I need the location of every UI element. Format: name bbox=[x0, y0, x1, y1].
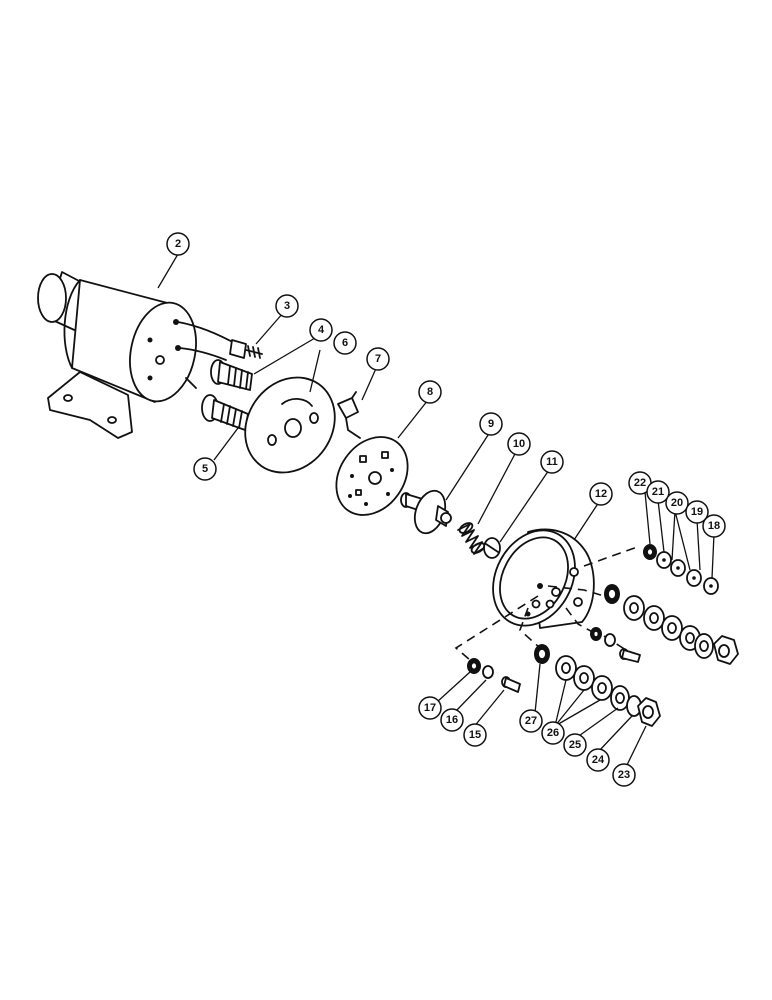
terminal-stud-upper bbox=[210, 359, 253, 391]
contact-disc bbox=[335, 436, 409, 516]
callout-22-label: 22 bbox=[634, 477, 646, 489]
callout-11-label: 11 bbox=[546, 456, 558, 468]
callout-21-label: 21 bbox=[652, 486, 664, 498]
callout-18: 18 bbox=[702, 514, 726, 538]
callout-27-label: 27 bbox=[525, 715, 537, 727]
upper-hardware-stack bbox=[643, 544, 719, 595]
callout-8-label: 8 bbox=[427, 386, 433, 398]
center-small-hardware bbox=[590, 627, 641, 663]
callout-4: 4 bbox=[309, 318, 333, 342]
callout-2: 2 bbox=[166, 232, 190, 256]
small-bolt bbox=[229, 339, 263, 359]
retainer-clip bbox=[483, 537, 501, 559]
coil-spring bbox=[457, 522, 486, 555]
callout-17: 17 bbox=[418, 696, 442, 720]
callout-23-label: 23 bbox=[618, 769, 630, 781]
cover-cap bbox=[492, 528, 595, 629]
callout-8: 8 bbox=[418, 380, 442, 404]
callout-9: 9 bbox=[479, 412, 503, 436]
callout-2-label: 2 bbox=[175, 238, 181, 250]
callout-7-label: 7 bbox=[375, 353, 381, 365]
callout-27: 27 bbox=[519, 709, 543, 733]
callout-15: 15 bbox=[463, 723, 487, 747]
insulator-disc bbox=[244, 376, 336, 474]
solenoid-body bbox=[37, 271, 239, 439]
callout-3-label: 3 bbox=[284, 300, 290, 312]
callout-26: 26 bbox=[541, 721, 565, 745]
callout-3: 3 bbox=[275, 294, 299, 318]
callout-25-label: 25 bbox=[569, 739, 581, 751]
callout-10-label: 10 bbox=[513, 438, 525, 450]
callout-6-label: 6 bbox=[342, 337, 348, 349]
callout-16: 16 bbox=[440, 708, 464, 732]
callout-25: 25 bbox=[563, 733, 587, 757]
lower-hardware-stack bbox=[534, 644, 661, 727]
spring-clip bbox=[337, 391, 361, 439]
callout-20: 20 bbox=[665, 491, 689, 515]
callout-10: 10 bbox=[507, 432, 531, 456]
lower-left-hardware bbox=[467, 658, 521, 693]
leader-lines bbox=[157, 253, 715, 768]
callout-11: 11 bbox=[540, 450, 564, 474]
terminal-stud-lower bbox=[201, 394, 249, 431]
callout-12-label: 12 bbox=[595, 488, 607, 500]
callout-4-label: 4 bbox=[318, 324, 325, 336]
callout-16-label: 16 bbox=[446, 714, 458, 726]
callout-20-label: 20 bbox=[671, 497, 683, 509]
callout-18-label: 18 bbox=[708, 520, 720, 532]
callout-12: 12 bbox=[589, 482, 613, 506]
callout-9-label: 9 bbox=[488, 418, 494, 430]
callout-6: 6 bbox=[333, 331, 357, 355]
callout-19-label: 19 bbox=[691, 506, 703, 518]
middle-hardware-stack bbox=[604, 584, 739, 665]
plunger bbox=[400, 489, 452, 535]
callout-17-label: 17 bbox=[424, 702, 436, 714]
callout-15-label: 15 bbox=[469, 729, 481, 741]
callout-7: 7 bbox=[366, 347, 390, 371]
callout-19: 19 bbox=[685, 500, 709, 524]
callout-24: 24 bbox=[586, 748, 610, 772]
callout-24-label: 24 bbox=[592, 754, 605, 766]
callout-21: 21 bbox=[646, 480, 670, 504]
callout-5-label: 5 bbox=[202, 463, 208, 475]
callout-23: 23 bbox=[612, 763, 636, 787]
callout-26-label: 26 bbox=[547, 727, 559, 739]
callout-5: 5 bbox=[193, 457, 217, 481]
